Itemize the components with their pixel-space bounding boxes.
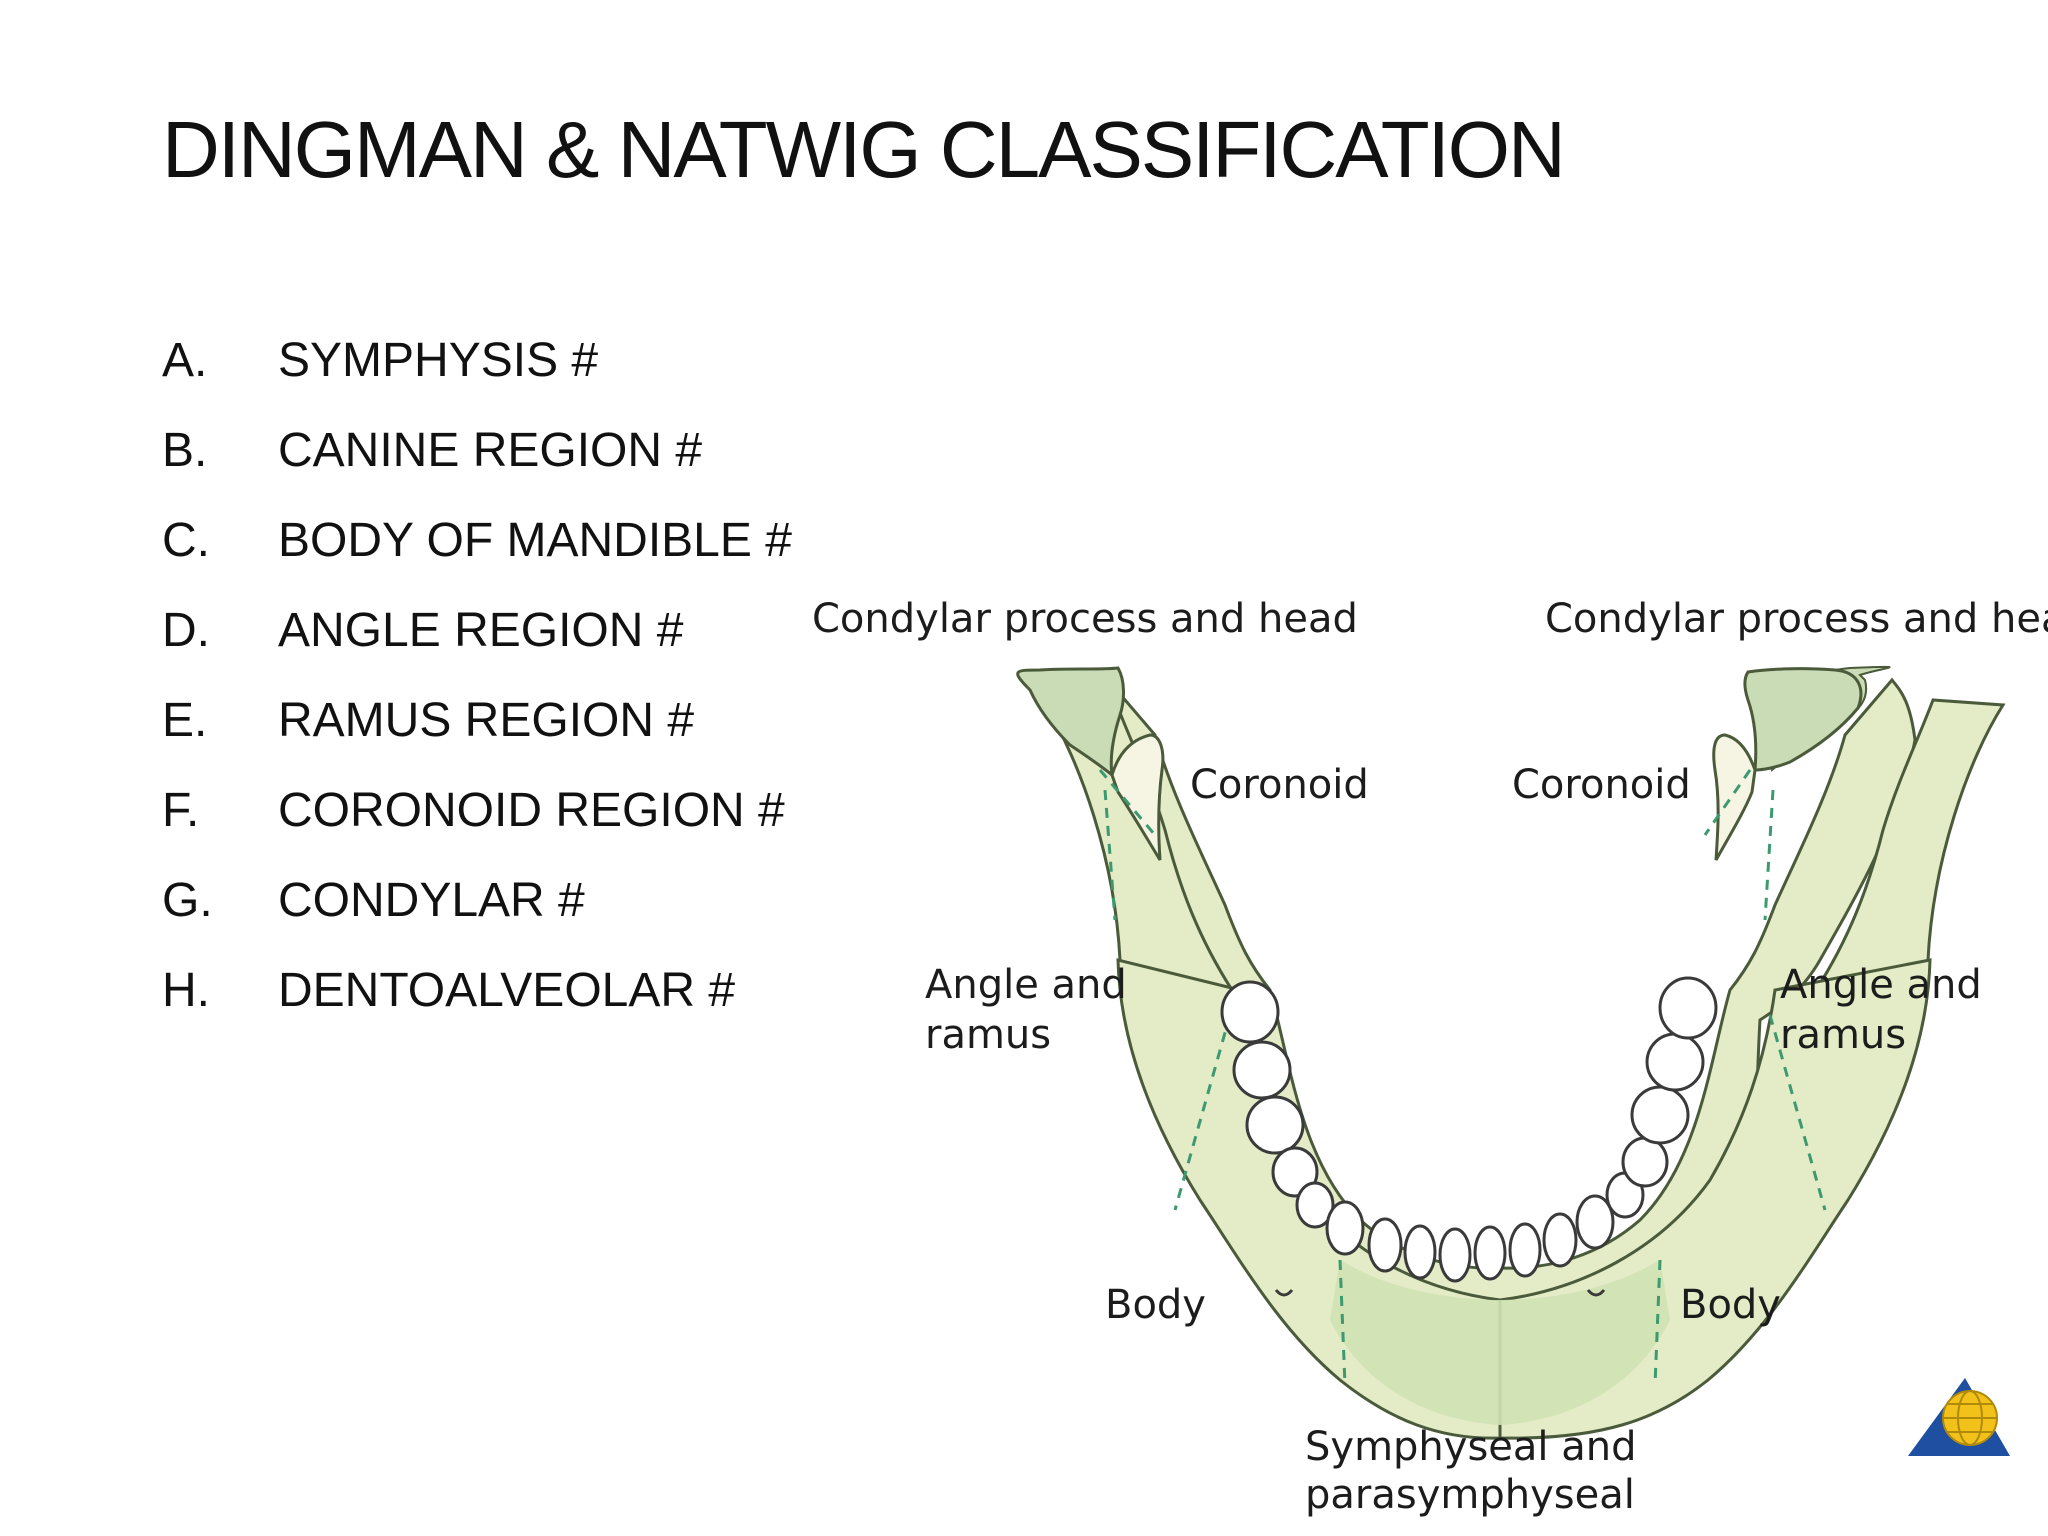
label-body-right: Body <box>1680 1282 1781 1328</box>
mental-foramen-left <box>1274 1289 1294 1297</box>
list-item-text: RAMUS REGION # <box>278 694 695 747</box>
list-item-text: CONDYLAR # <box>278 874 585 927</box>
globe-triangle-logo <box>1908 1378 2010 1456</box>
list-item-letter: F. <box>162 784 200 837</box>
list-item-letter: C. <box>162 514 210 567</box>
label-angle-right-line2: ramus <box>1780 1012 1906 1058</box>
list-item: F. CORONOID REGION # <box>162 780 792 870</box>
mental-foramen-right <box>1586 1289 1606 1297</box>
label-coronoid-left: Coronoid <box>1190 762 1369 808</box>
fracture-lines <box>1098 769 1827 1386</box>
list-item-letter: D. <box>162 604 210 657</box>
label-condylar-left: Condylar process and head <box>812 596 1358 642</box>
slide-title: DINGMAN & NATWIG CLASSIFICATION <box>162 105 1566 194</box>
list-item-letter: A. <box>162 334 208 387</box>
list-item: A. SYMPHYSIS # <box>162 330 792 420</box>
list-item-letter: E. <box>162 694 208 747</box>
fracture-classification-list: A. SYMPHYSIS # B. CANINE REGION # C. BODY O… <box>162 330 792 1050</box>
list-item-letter: H. <box>162 964 210 1017</box>
label-body-left: Body <box>1105 1282 1206 1328</box>
label-symphyseal-line1: Symphyseal and <box>1305 1424 1636 1470</box>
list-item: D. ANGLE REGION # <box>162 600 792 690</box>
list-item: B. CANINE REGION # <box>162 420 792 510</box>
symphysis-region <box>1330 1260 1670 1425</box>
lower-teeth <box>1220 976 1718 1283</box>
list-item: H. DENTOALVEOLAR # <box>162 960 792 1050</box>
list-item-text: BODY OF MANDIBLE # <box>278 514 792 567</box>
label-condylar-right: Condylar process and head <box>1545 596 2048 642</box>
list-item-text: DENTOALVEOLAR # <box>278 964 736 1017</box>
list-item-text: SYMPHYSIS # <box>278 334 599 387</box>
list-item-letter: B. <box>162 424 208 477</box>
condyle-left <box>1016 666 1125 779</box>
list-item-letter: G. <box>162 874 213 927</box>
label-symphyseal-line2: parasymphyseal <box>1305 1472 1635 1518</box>
label-angle-left-line1: Angle and <box>925 962 1127 1008</box>
list-item: C. BODY OF MANDIBLE # <box>162 510 792 600</box>
list-item-text: ANGLE REGION # <box>278 604 684 657</box>
label-angle-left-line2: ramus <box>925 1012 1051 1058</box>
list-item-text: CORONOID REGION # <box>278 784 785 837</box>
list-item: G. CONDYLAR # <box>162 870 792 960</box>
list-item-text: CANINE REGION # <box>278 424 703 477</box>
coronoid-right <box>1712 733 1757 861</box>
label-angle-right-line1: Angle and <box>1780 962 1982 1008</box>
label-coronoid-right: Coronoid <box>1512 762 1691 808</box>
list-item: E. RAMUS REGION # <box>162 690 792 780</box>
condyle-right <box>1743 665 1891 772</box>
